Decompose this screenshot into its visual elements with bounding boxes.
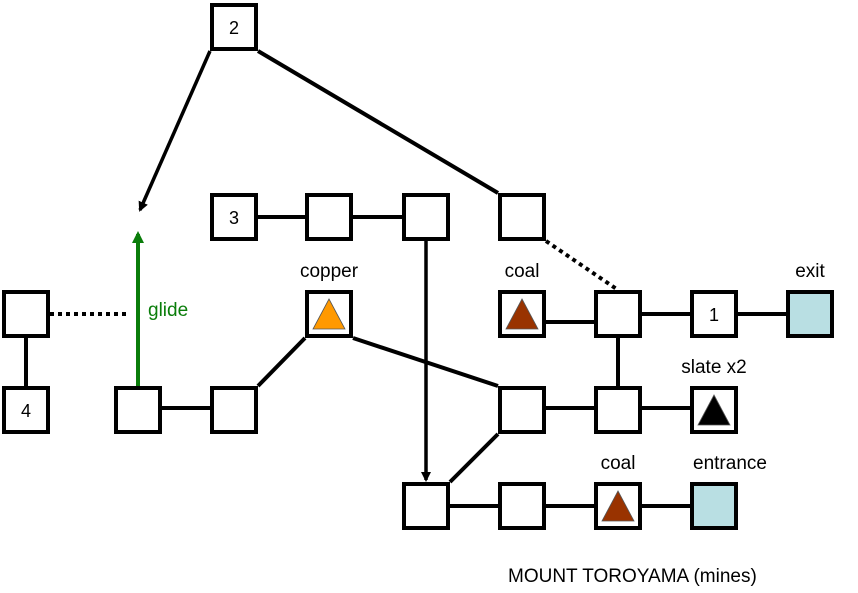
node-number: 3 (229, 208, 239, 228)
node-box (690, 482, 738, 530)
labels-layer: copper coal exit slate x2 coal entrance (300, 261, 826, 474)
node-box (498, 193, 546, 241)
map-node-slate (690, 386, 738, 434)
node-box (305, 193, 353, 241)
node-box (2, 386, 50, 434)
node-box (498, 386, 546, 434)
node-number: 1 (709, 305, 719, 325)
node-box (786, 290, 834, 338)
node-number: 4 (21, 401, 31, 421)
node-label-slate: slate x2 (681, 357, 746, 378)
edge-h-copper (256, 336, 307, 388)
map-node-k (402, 482, 450, 530)
edge-n2-r1d (256, 49, 500, 195)
map-node-h (210, 386, 258, 434)
copper-ore-icon (312, 298, 346, 330)
edge-r1d-e (544, 239, 620, 292)
node-box (402, 193, 450, 241)
map-node-entrance (690, 482, 738, 530)
node-label-exit: exit (795, 261, 825, 282)
map-node-r1c (402, 193, 450, 241)
node-box (210, 193, 258, 241)
node-label-entrance: entrance (693, 453, 767, 474)
node-number: 2 (229, 18, 239, 38)
glide-label: glide (148, 300, 188, 321)
node-box (498, 482, 546, 530)
slate-ore-icon (697, 394, 731, 426)
node-box (114, 386, 162, 434)
edge-n2-glide-top (138, 50, 212, 212)
map-node-n4: 4 (2, 386, 50, 434)
map-node-exit (786, 290, 834, 338)
map-node-n2: 2 (210, 3, 258, 51)
map-title: MOUNT TOROYAMA (mines) (508, 566, 757, 587)
map-node-r1b (305, 193, 353, 241)
map-node-n3: 3 (210, 193, 258, 241)
map-node-g (114, 386, 162, 434)
node-label-coal2: coal (601, 453, 636, 474)
edge-i-k (448, 432, 500, 484)
node-box (594, 386, 642, 434)
map-node-m (498, 482, 546, 530)
node-box (210, 3, 258, 51)
node-label-copper: copper (300, 261, 359, 282)
coal-ore-icon (601, 490, 635, 522)
map-node-l1 (2, 290, 50, 338)
map-node-e (594, 290, 642, 338)
node-box (594, 290, 642, 338)
node-box (2, 290, 50, 338)
map-node-coal2 (594, 482, 642, 530)
map-node-j (594, 386, 642, 434)
node-box (210, 386, 258, 434)
map-node-n1: 1 (690, 290, 738, 338)
node-box (690, 290, 738, 338)
edges-layer (24, 49, 786, 508)
coal-ore-icon (505, 298, 539, 330)
node-label-coal1: coal (505, 261, 540, 282)
map-node-r1d (498, 193, 546, 241)
map-node-coal1 (498, 290, 546, 338)
nodes-layer: 2 3 1 4 (2, 3, 834, 530)
map-node-i (498, 386, 546, 434)
node-box (402, 482, 450, 530)
map-node-copper (305, 290, 353, 338)
